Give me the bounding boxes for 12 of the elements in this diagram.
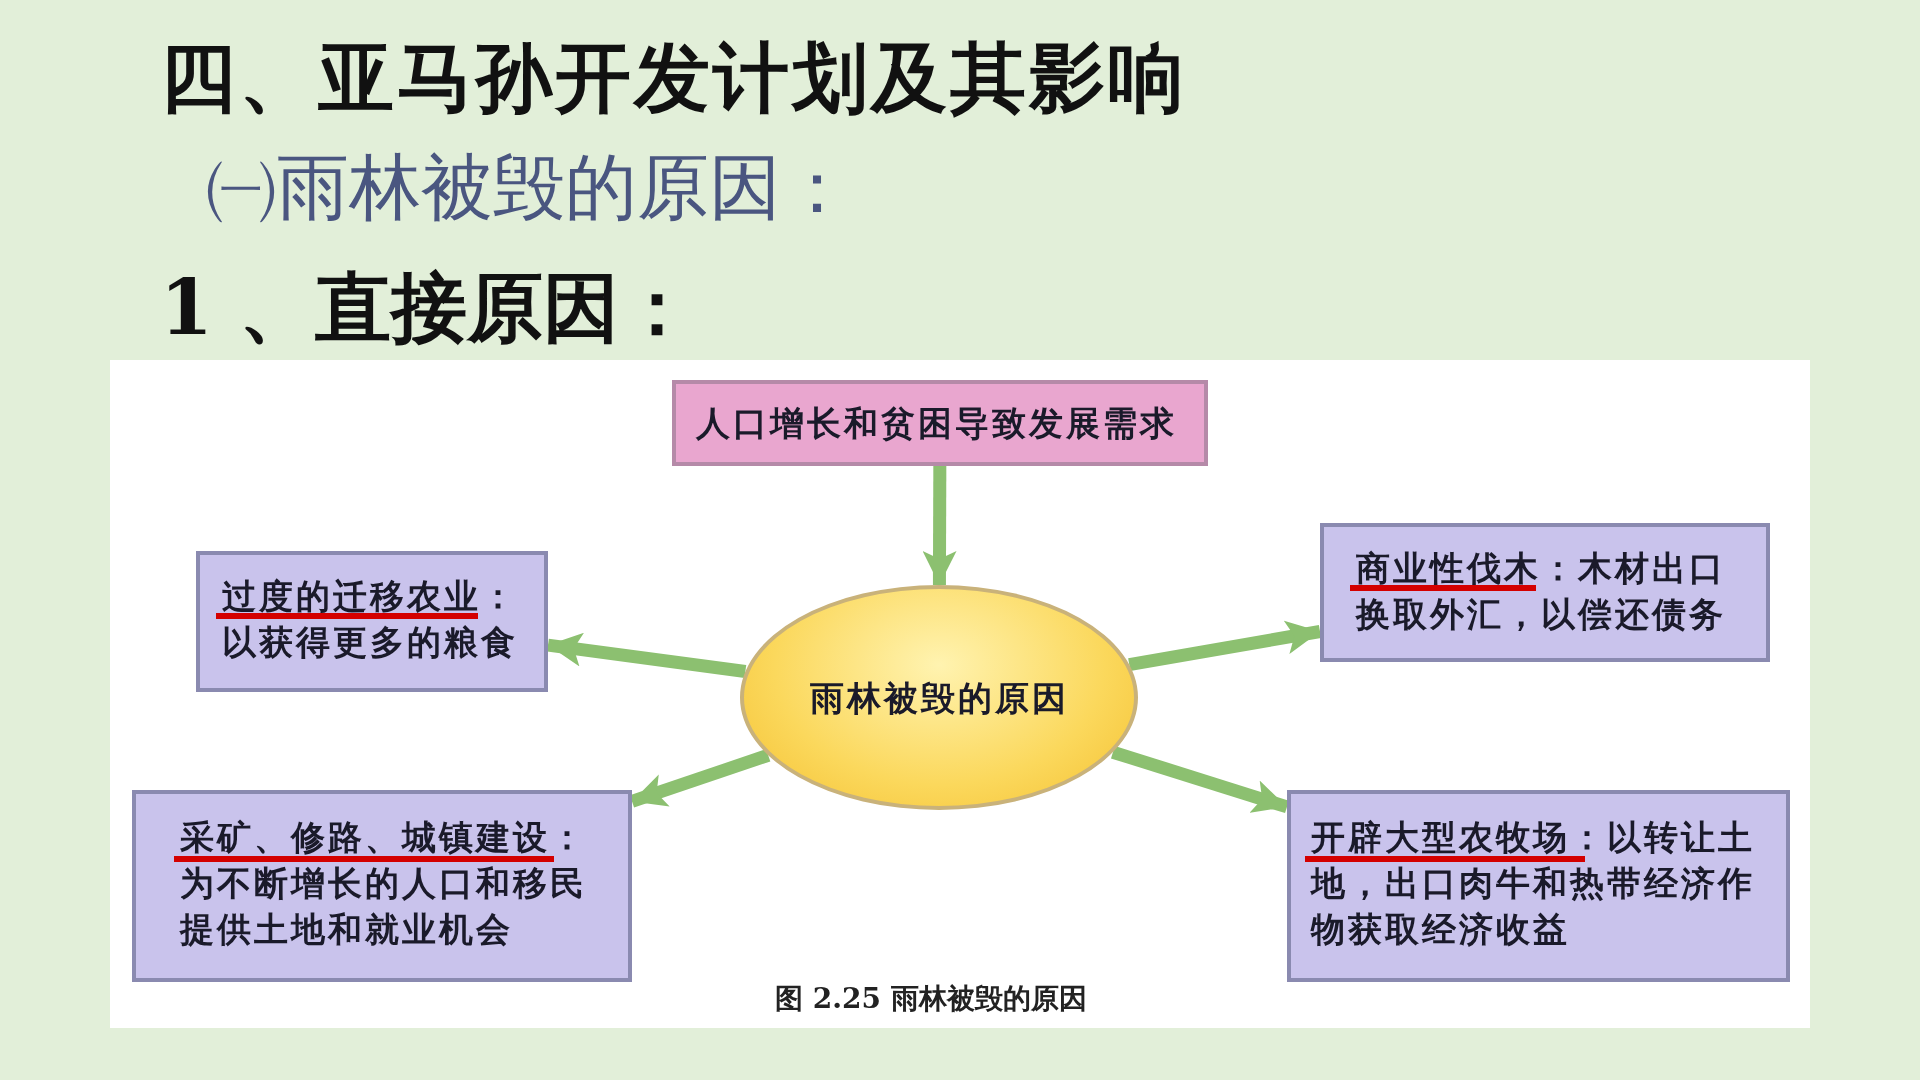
- figure-caption: 图 2.25 雨林被毁的原因: [775, 981, 1087, 1017]
- slide-title: 四、亚马孙开发计划及其影响: [160, 32, 1187, 124]
- section-heading: 1 、直接原因：: [160, 262, 696, 354]
- cause-box: 采矿、修路、城镇建设：为不断增长的人口和移民提供土地和就业机会: [132, 790, 632, 982]
- arrow: [1110, 746, 1289, 814]
- need-box: 人口增长和贫困导致发展需求: [672, 380, 1208, 466]
- arrow: [547, 632, 747, 678]
- cause-box: 开辟大型农牧场：以转让土地，出口肉牛和热带经济作物获取经济收益: [1287, 790, 1790, 982]
- arrow: [922, 465, 957, 586]
- cause-box: 商业性伐木：木材出口换取外汇，以偿还债务: [1320, 523, 1770, 662]
- cause-box: 过度的迁移农业：以获得更多的粮食: [196, 551, 548, 692]
- subheading: ㈠雨林被毁的原因：: [205, 144, 853, 231]
